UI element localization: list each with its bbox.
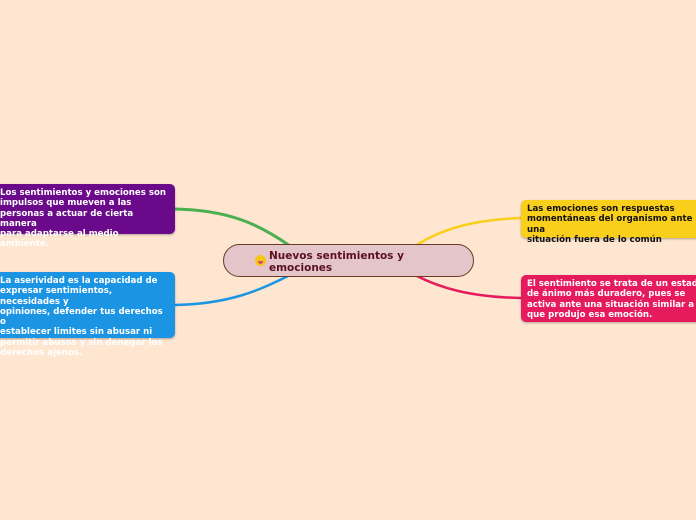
connector-pink bbox=[414, 273, 522, 300]
topic-asertividad[interactable]: La aserividad es la capacidad de expresa… bbox=[0, 272, 175, 358]
topic-emociones[interactable]: Las emociones son respuestas momentáneas… bbox=[521, 200, 696, 245]
grinning-face-emoji-icon bbox=[255, 255, 266, 266]
connector-yellow bbox=[414, 216, 522, 248]
topic-sentimiento[interactable]: El sentimiento se trata de un estado de … bbox=[521, 275, 696, 322]
central-topic-title: Nuevos sentimientos y emociones bbox=[269, 250, 404, 274]
topic-text: Los sentimientos y emociones son impulso… bbox=[0, 188, 166, 250]
connector-green bbox=[174, 207, 291, 248]
topic-text: Las emociones son respuestas momentáneas… bbox=[527, 204, 693, 245]
connector-blue bbox=[174, 273, 291, 307]
topic-text: La aserividad es la capacidad de expresa… bbox=[0, 276, 163, 359]
topic-text: El sentimiento se trata de un estado de … bbox=[527, 279, 696, 320]
topic-sentimientos-emociones[interactable]: Los sentimientos y emociones son impulso… bbox=[0, 184, 175, 249]
central-topic[interactable]: Nuevos sentimientos y emociones bbox=[223, 244, 474, 277]
